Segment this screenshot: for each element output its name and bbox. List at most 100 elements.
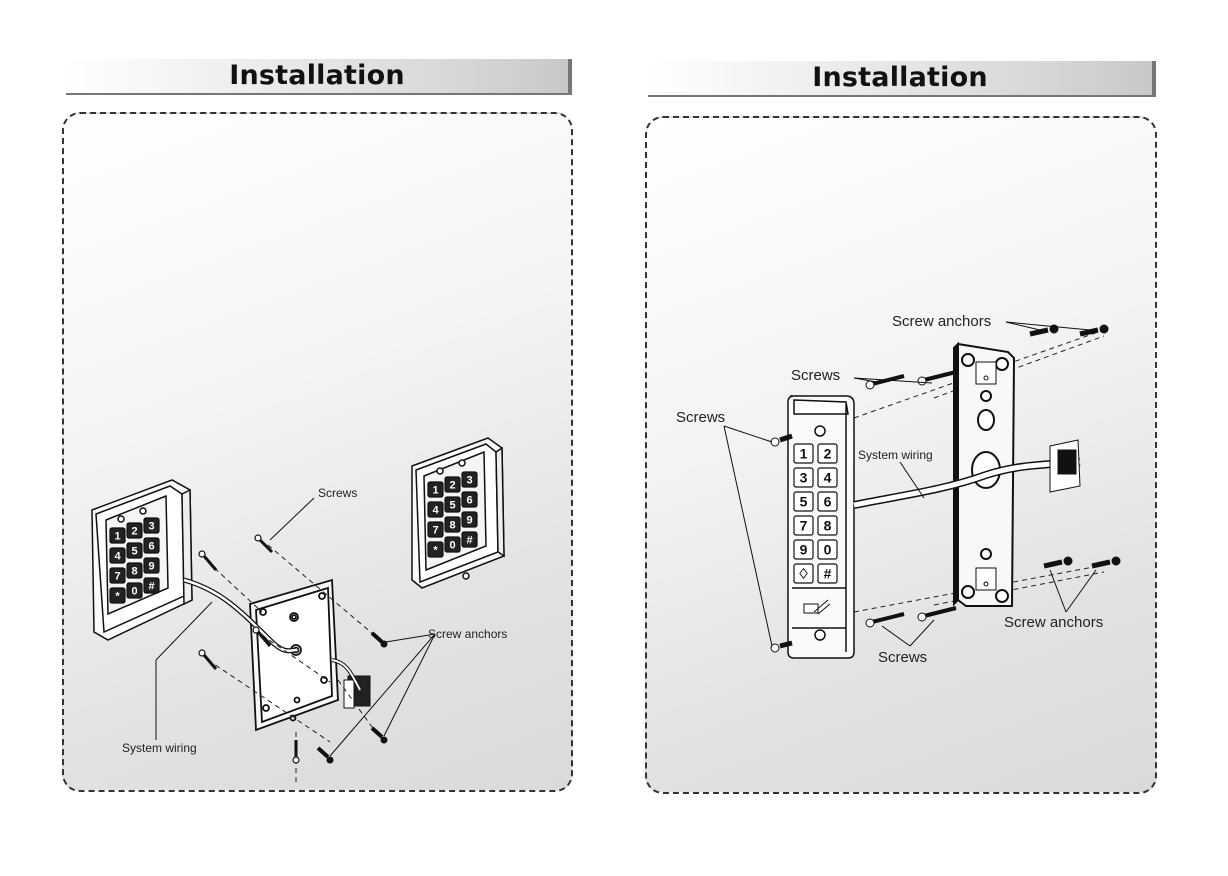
keypad-key — [126, 542, 143, 559]
keypad-key — [143, 577, 160, 594]
keypad-key — [793, 491, 814, 512]
label-screws-left: Screws — [676, 409, 725, 426]
label-screw-anchors-bottom: Screw anchors — [1004, 614, 1103, 631]
card-reader-icon — [803, 599, 831, 615]
keypad-key — [143, 557, 160, 574]
keypad-key — [427, 541, 444, 558]
screw — [198, 534, 300, 764]
mounting-back-plate — [249, 578, 339, 732]
wall-junction-box — [1049, 439, 1081, 493]
screw-anchor — [1029, 324, 1121, 569]
keypad-key — [461, 531, 478, 548]
keypad-key — [143, 517, 160, 534]
keypad-key — [793, 515, 814, 536]
keypad-key-label: 0 — [131, 585, 137, 597]
keypad-key — [461, 471, 478, 488]
keypad-key — [126, 522, 143, 539]
keypad-key — [126, 582, 143, 599]
screw-anchor — [316, 631, 388, 764]
keypad-key — [793, 467, 814, 488]
keypad-key — [109, 567, 126, 584]
keypad-key-label: 2 — [449, 479, 455, 491]
section-header: Installation — [66, 59, 572, 95]
keypad-key — [109, 547, 126, 564]
keypad-key — [427, 481, 444, 498]
keypad-key — [109, 587, 126, 604]
section-title: Installation — [229, 60, 405, 91]
keypad-key — [817, 491, 838, 512]
keypad-key-label: 1 — [114, 530, 120, 542]
keypad-key — [817, 467, 838, 488]
keypad-key — [817, 539, 838, 560]
keypad-key-label: 6 — [148, 540, 154, 552]
keypad-key-label: # — [824, 566, 832, 582]
keypad-front-unit — [91, 479, 193, 641]
keypad-key-label: 4 — [114, 550, 121, 562]
keypad-key-label: 3 — [466, 474, 472, 486]
keypad-key-label: 9 — [800, 542, 808, 558]
keypad-key — [817, 443, 838, 464]
wall-junction-box — [331, 658, 371, 709]
keypad-key-label: 0 — [449, 539, 455, 551]
section-title: Installation — [812, 62, 988, 93]
section-header: Installation — [648, 61, 1156, 97]
keypad-key-label: 2 — [824, 446, 832, 462]
label-screws: Screws — [318, 486, 357, 500]
label-system-wiring: System wiring — [858, 448, 933, 462]
keypad-key-label: ♢ — [797, 566, 810, 582]
keypad-key-label: 6 — [824, 494, 832, 510]
keypad-key-label: * — [115, 590, 120, 602]
keypad-key-label: 4 — [824, 470, 832, 486]
keypad-key-label: * — [433, 544, 438, 556]
keypad-key-label: 5 — [449, 499, 455, 511]
label-system-wiring: System wiring — [122, 741, 197, 755]
keypad-key-label: 9 — [466, 514, 472, 526]
keypad-key-label: # — [148, 580, 154, 592]
keypad-key-label: 7 — [432, 524, 438, 536]
callout-lines — [155, 497, 436, 757]
keypad-key — [109, 527, 126, 544]
keypad-key-label: 9 — [148, 560, 154, 572]
keypad-key-label: 5 — [131, 545, 137, 557]
keypad-key-label: 1 — [800, 446, 808, 462]
keypad-key — [444, 496, 461, 513]
label-screws-bottom: Screws — [878, 649, 927, 666]
keypad-key-label: 3 — [148, 520, 154, 532]
keypad-assembled-unit — [411, 437, 505, 589]
keypad-key — [461, 511, 478, 528]
alignment-guides — [207, 544, 381, 782]
keypad-key-label: 7 — [114, 570, 120, 582]
keypad-key-label: 8 — [131, 565, 137, 577]
keypad-key — [817, 563, 838, 584]
callout-lines — [723, 321, 1097, 647]
keypad-key-label: 4 — [432, 504, 439, 516]
keypad-key — [444, 476, 461, 493]
keypad-key-label: 8 — [824, 518, 832, 534]
keypad-key — [444, 536, 461, 553]
keypad-key-label: 0 — [824, 542, 832, 558]
keypad-key — [427, 501, 444, 518]
keypad-key-label: 6 — [466, 494, 472, 506]
label-screws-top: Screws — [791, 367, 840, 384]
keypad-key — [444, 516, 461, 533]
keypad-key — [143, 537, 160, 554]
keypad-key — [793, 443, 814, 464]
keypad-key-label: 7 — [800, 518, 808, 534]
label-screw-anchors: Screw anchors — [428, 627, 507, 641]
keypad-key-label: 8 — [449, 519, 455, 531]
keypad-key-label: # — [466, 534, 472, 546]
keypad-key — [126, 562, 143, 579]
keypad-key — [461, 491, 478, 508]
keypad-key-label: 2 — [131, 525, 137, 537]
keypad-key-label: 1 — [432, 484, 438, 496]
label-screw-anchors-top: Screw anchors — [892, 313, 991, 330]
keypad-key-label: 3 — [800, 470, 808, 486]
keypad-key — [793, 539, 814, 560]
keypad-key — [793, 563, 814, 584]
